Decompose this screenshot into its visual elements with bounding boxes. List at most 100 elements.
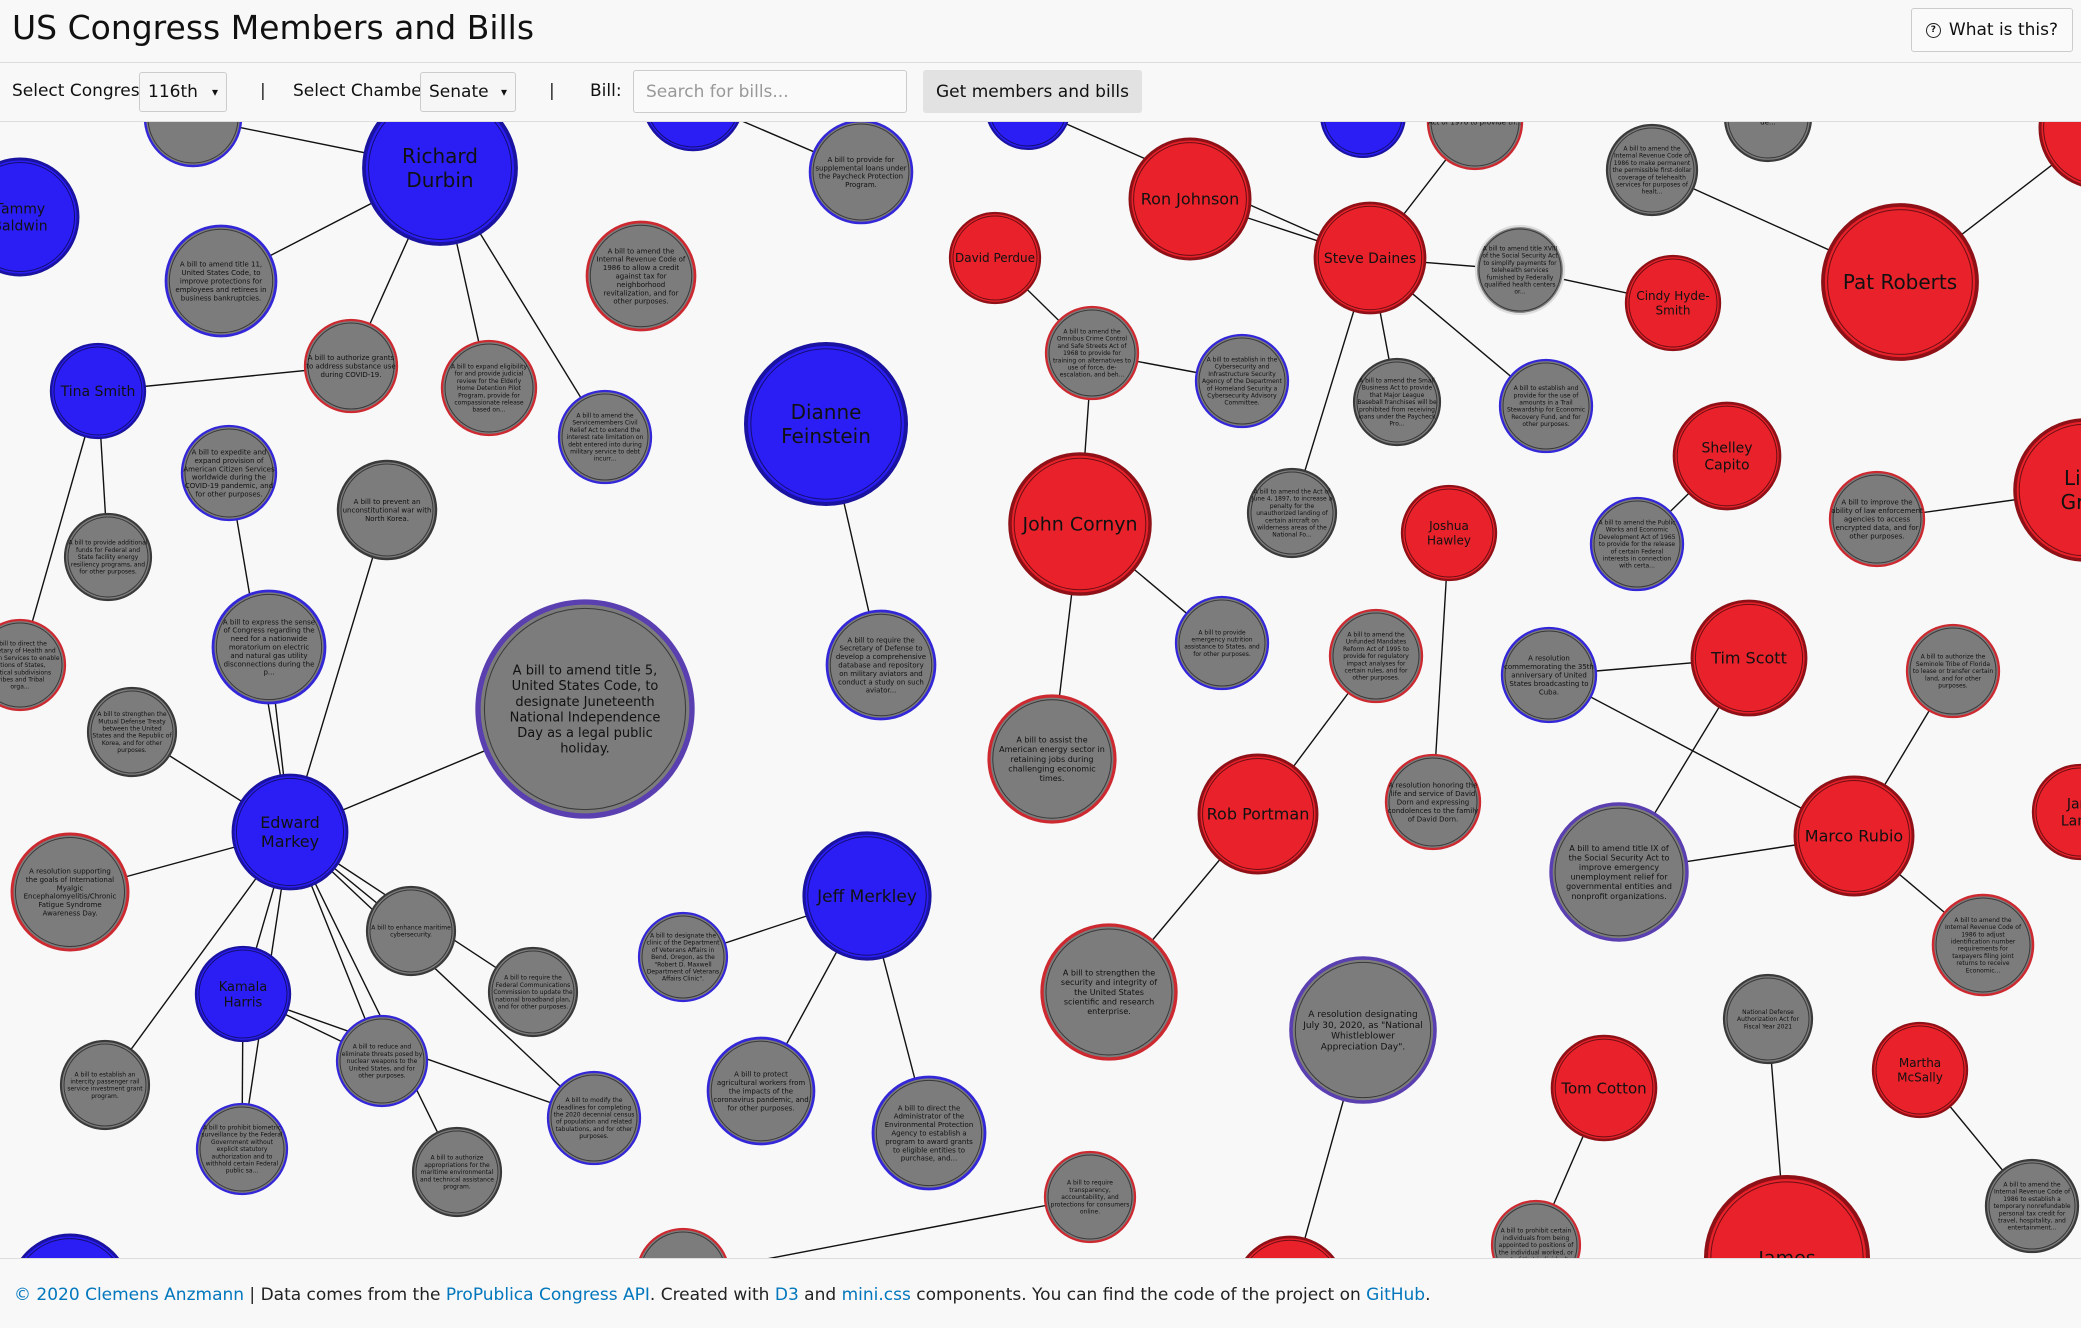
- bill-node[interactable]: A bill to amend the EnergyPolicy Act of …: [636, 1229, 730, 1258]
- democrat-node[interactable]: [10, 1235, 130, 1258]
- republican-node[interactable]: Tim Scott: [1692, 601, 1806, 715]
- bill-node[interactable]: Act of 1976 to provide th...: [1428, 122, 1522, 169]
- republican-node[interactable]: James: [1706, 1177, 1868, 1258]
- chamber-select[interactable]: Senate ▾: [420, 72, 516, 112]
- democrat-node[interactable]: TammyBaldwin: [0, 159, 78, 275]
- svg-text:Baseball franchises will be: Baseball franchises will be: [1357, 399, 1437, 406]
- bill-node[interactable]: A bill to amend title 11,United States C…: [166, 226, 276, 336]
- svg-text:improve protections for: improve protections for: [180, 277, 262, 285]
- what-is-this-button[interactable]: ? What is this?: [1911, 8, 2073, 52]
- svg-text:Pro...: Pro...: [1389, 421, 1404, 428]
- republican-node[interactable]: Ron Johnson: [1130, 139, 1250, 259]
- bill-search-input[interactable]: [633, 70, 907, 113]
- democrat-node[interactable]: [643, 122, 743, 150]
- republican-node[interactable]: Steve Daines: [1315, 203, 1425, 313]
- republican-node[interactable]: Tom Cotton: [1552, 1036, 1656, 1140]
- republican-node[interactable]: [1235, 1237, 1345, 1258]
- github-link[interactable]: GitHub: [1366, 1285, 1425, 1305]
- republican-node[interactable]: John Cornyn: [1010, 454, 1150, 594]
- republican-node[interactable]: David Perdue: [950, 213, 1040, 303]
- republican-node[interactable]: LindGrah: [2015, 420, 2081, 560]
- bill-node[interactable]: domestic corporations.: [145, 122, 241, 166]
- bill-node[interactable]: A bill to amend title 5,United States Co…: [478, 602, 692, 816]
- get-members-button[interactable]: Get members and bills: [923, 70, 1142, 113]
- svg-text:Act of 1976 to provide th...: Act of 1976 to provide th...: [1428, 122, 1522, 126]
- bill-node[interactable]: A bill to prohibit biometricsurveillance…: [197, 1104, 287, 1194]
- svg-text:Rob Portman: Rob Portman: [1207, 805, 1310, 824]
- democrat-node[interactable]: Jeff Merkley: [804, 833, 930, 959]
- democrat-node[interactable]: [986, 122, 1070, 149]
- republican-node[interactable]: Rob Portman: [1199, 755, 1317, 873]
- api-link[interactable]: ProPublica Congress API: [446, 1285, 650, 1305]
- democrat-node[interactable]: [1321, 122, 1405, 157]
- bill-node[interactable]: A bill to establish in theCybersecurity …: [1196, 335, 1288, 427]
- minicss-link[interactable]: mini.css: [842, 1285, 911, 1305]
- republican-node[interactable]: JamLankf: [2033, 765, 2081, 859]
- congress-select[interactable]: 116th ▾: [139, 72, 227, 112]
- republican-node[interactable]: Cindy Hyde-Smith: [1626, 256, 1720, 350]
- network-graph[interactable]: domestic corporations. A bill to provide …: [0, 122, 2081, 1258]
- d3-link[interactable]: D3: [775, 1285, 799, 1305]
- republican-node[interactable]: [2040, 122, 2081, 188]
- svg-text:A bill to express the sense: A bill to express the sense: [223, 618, 315, 626]
- bill-node[interactable]: A bill to requiretransparency,accountabi…: [1045, 1152, 1135, 1242]
- copyright-link[interactable]: © 2020 Clemens Anzmann: [14, 1285, 244, 1305]
- republican-node[interactable]: Marco Rubio: [1795, 777, 1913, 895]
- svg-text:neighborhood: neighborhood: [617, 281, 666, 289]
- democrat-node[interactable]: Tina Smith: [51, 344, 145, 438]
- bill-node[interactable]: carry a firearm for self-de...: [1725, 122, 1811, 161]
- svg-text:for and provide judicial: for and provide judicial: [454, 371, 523, 378]
- republican-node[interactable]: Pat Roberts: [1823, 205, 1977, 359]
